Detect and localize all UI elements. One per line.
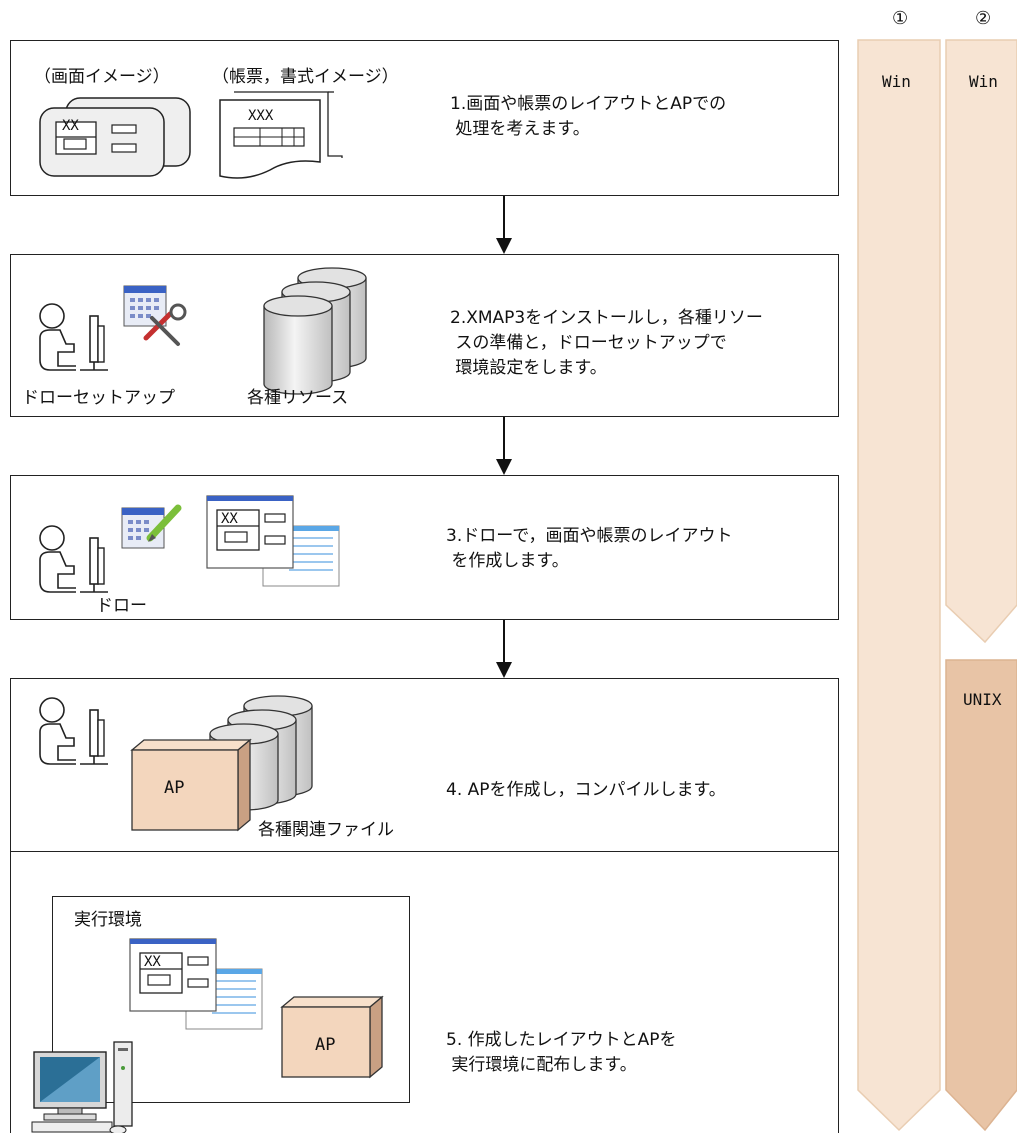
step-4-caption-files: 各種関連ファイル: [258, 820, 394, 840]
ap-box-icon: [130, 738, 252, 832]
col2-win-label: Win: [969, 72, 998, 91]
user-workstation-icon: [39, 525, 108, 593]
ap-box-icon: [280, 995, 384, 1079]
step-3-description: 3.ドローで，画面や帳票のレイアウト を作成します。: [446, 526, 733, 571]
layout-window-icon: [129, 938, 263, 1030]
screen-icon-label: XX: [62, 118, 79, 134]
layout-icon-label: XX: [221, 511, 238, 527]
form-image-icon: [219, 91, 343, 179]
col2-unix-label: UNIX: [963, 690, 1002, 709]
runtime-env-label: 実行環境: [74, 910, 142, 930]
step-5-description: 5. 作成したレイアウトとAPを 実行環境に配布します。: [446, 1030, 677, 1075]
step-1-description: 1.画面や帳票のレイアウトとAPでの 処理を考えます。: [450, 94, 727, 139]
setup-tool-icon: [123, 285, 187, 346]
step-4-description: 4. APを作成し，コンパイルします。: [446, 780, 726, 800]
band-col2-unix: [945, 659, 1017, 1132]
band-col2-win: [945, 39, 1017, 644]
layout-window-icon: [206, 495, 340, 587]
step-2-caption-resources: 各種リソース: [247, 388, 349, 408]
step-2-description: 2.XMAP3をインストールし，各種リソー スの準備と，ドローセットアップで 環…: [450, 308, 763, 378]
band-col1-win: [857, 39, 941, 1132]
user-workstation-icon: [39, 697, 108, 765]
runtime-layout-icon-label: XX: [144, 954, 161, 970]
screen-image-icon: [39, 97, 191, 177]
user-workstation-icon: [39, 303, 108, 371]
draw-tool-icon: [121, 504, 182, 549]
form-icon-label: XXX: [248, 108, 274, 124]
resources-cylinder-icon: [263, 267, 367, 395]
step-2-caption-setup: ドローセットアップ: [22, 388, 175, 408]
column-1-header: ①: [892, 8, 909, 29]
ap-box-label: AP: [164, 778, 185, 798]
step-1-caption-form: （帳票，書式イメージ）: [212, 67, 399, 87]
column-2-header: ②: [975, 8, 992, 29]
col1-win-label: Win: [882, 72, 911, 91]
step-1-caption-screen: （画面イメージ）: [34, 67, 170, 87]
step-3-caption-draw: ドロー: [96, 596, 147, 616]
runtime-ap-box-label: AP: [315, 1035, 336, 1055]
computer-terminal-icon: [31, 1041, 133, 1133]
